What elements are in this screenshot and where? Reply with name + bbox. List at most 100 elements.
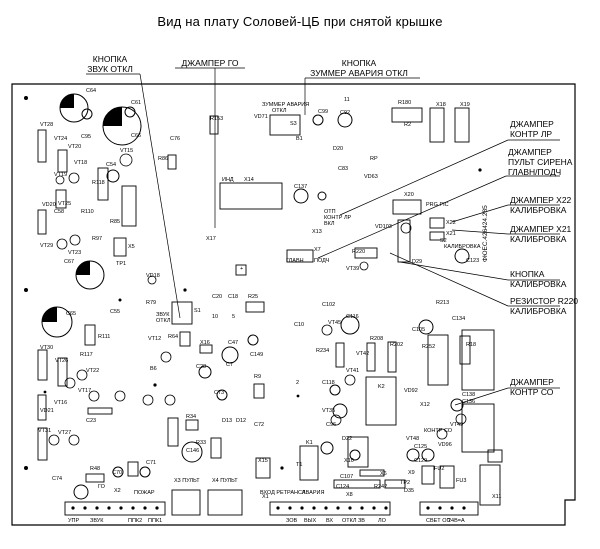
svg-text:R208: R208 — [370, 336, 383, 342]
svg-text:R9: R9 — [254, 374, 261, 380]
mounting-holes — [24, 96, 482, 470]
board-part-number: ФЮЕС.426424.285 — [482, 205, 489, 262]
svg-text:D35: D35 — [404, 488, 414, 494]
pcb-board — [11, 83, 576, 526]
svg-text:C55: C55 — [110, 309, 120, 315]
svg-text:C118: C118 — [322, 380, 335, 386]
svg-text:X11: X11 — [492, 494, 501, 500]
svg-text:K2: K2 — [378, 384, 385, 390]
callout-line: КАЛИБРОВКА — [510, 279, 567, 289]
svg-text:R34: R34 — [186, 414, 196, 420]
svg-text:R213: R213 — [436, 300, 449, 306]
svg-text:C54: C54 — [106, 162, 116, 168]
svg-text:FU3: FU3 — [456, 478, 466, 484]
svg-text:ПОДЧ: ПОДЧ — [314, 258, 330, 264]
svg-text:R180: R180 — [398, 100, 411, 106]
svg-text:C65: C65 — [66, 311, 76, 317]
svg-text:VT48: VT48 — [406, 436, 419, 442]
svg-text:C73: C73 — [214, 390, 224, 396]
svg-text:ОТКЛ: ОТКЛ — [272, 108, 287, 114]
svg-text:КОНТР СО: КОНТР СО — [424, 428, 453, 434]
callout-line: ЗУММЕР АВАРИЯ ОТКЛ — [310, 68, 408, 78]
svg-text:C138: C138 — [462, 392, 475, 398]
svg-text:ВКЛ: ВКЛ — [324, 221, 335, 227]
svg-text:ППК2: ППК2 — [128, 518, 142, 524]
svg-text:R48: R48 — [90, 466, 100, 472]
callout-jumper-go: ДЖАМПЕР ГО — [170, 58, 250, 68]
svg-text:C136: C136 — [462, 399, 475, 405]
electrolytic-capacitors — [41, 93, 470, 500]
svg-text:10: 10 — [212, 314, 218, 320]
svg-text:C96: C96 — [326, 422, 336, 428]
svg-text:КАЛИБРОВКА: КАЛИБРОВКА — [444, 244, 481, 250]
callout-line: ДЖАМПЕР ГО — [181, 58, 239, 68]
svg-text:VT41: VT41 — [346, 368, 359, 374]
svg-text:VT27: VT27 — [58, 430, 71, 436]
svg-text:R242: R242 — [374, 484, 387, 490]
svg-text:VT12: VT12 — [148, 336, 161, 342]
callout-line: КОНТР СО — [510, 387, 554, 397]
svg-text:B1: B1 — [296, 136, 303, 142]
svg-text:R33: R33 — [196, 440, 206, 446]
capacitor-polarity — [42, 94, 122, 322]
svg-text:ОТКЛ ЗВ: ОТКЛ ЗВ — [342, 518, 365, 524]
callout-button-sound-off: КНОПКА ЗВУК ОТКЛ — [80, 54, 140, 74]
svg-text:D13: D13 — [222, 418, 232, 424]
svg-text:X1: X1 — [262, 494, 269, 500]
svg-text:VT19: VT19 — [54, 172, 67, 178]
callout-line: КНОПКА — [92, 54, 128, 64]
svg-text:5: 5 — [232, 314, 235, 320]
svg-text:VD21: VD21 — [40, 408, 54, 414]
svg-text:VD63: VD63 — [364, 174, 378, 180]
connector-pins — [71, 506, 466, 510]
svg-text:VT30: VT30 — [40, 345, 53, 351]
svg-text:2: 2 — [296, 380, 299, 386]
svg-text:RP: RP — [370, 156, 378, 162]
svg-text:X17: X17 — [206, 236, 216, 242]
side-connector — [479, 449, 503, 506]
svg-text:C123: C123 — [466, 258, 479, 264]
svg-text:VT23: VT23 — [68, 250, 81, 256]
svg-text:VT25: VT25 — [58, 201, 71, 207]
svg-text:R252: R252 — [422, 344, 435, 350]
callout-line: ДЖАМПЕР — [510, 119, 554, 129]
svg-text:X18: X18 — [436, 102, 446, 108]
svg-text:R86: R86 — [158, 156, 168, 162]
svg-text:C70: C70 — [112, 470, 122, 476]
callout-line: ГЛАВН/ПОДЧ — [508, 167, 562, 177]
svg-text:ЛО: ЛО — [378, 518, 387, 524]
svg-text:VT49: VT49 — [450, 422, 463, 428]
svg-text:VT18: VT18 — [74, 160, 87, 166]
svg-text:D12: D12 — [236, 418, 246, 424]
svg-text:C102: C102 — [322, 302, 335, 308]
svg-text:R18: R18 — [466, 342, 476, 348]
svg-text:C146: C146 — [186, 448, 199, 454]
callout-line: КАЛИБРОВКА — [510, 306, 567, 316]
svg-text:C92: C92 — [340, 110, 350, 116]
svg-text:R234: R234 — [316, 348, 329, 354]
svg-text:VT39: VT39 — [346, 266, 359, 272]
callout-button-buzzer: КНОПКА ЗУММЕР АВАРИЯ ОТКЛ — [300, 58, 418, 78]
svg-text:+: + — [240, 266, 243, 272]
svg-text:X9: X9 — [408, 470, 415, 476]
svg-text:R220: R220 — [352, 249, 365, 255]
svg-text:C72: C72 — [254, 422, 264, 428]
svg-text:R64: R64 — [168, 334, 178, 340]
svg-text:VD92: VD92 — [404, 388, 418, 394]
svg-text:D29: D29 — [412, 259, 422, 265]
callout-jumper-pult: ДЖАМПЕР ПУЛЬТ СИРЕНА ГЛАВН/ПОДЧ — [508, 147, 572, 177]
svg-text:ОТП: ОТП — [324, 209, 336, 215]
svg-text:VT24: VT24 — [54, 136, 67, 142]
svg-text:VT35: VT35 — [322, 408, 335, 414]
svg-text:VT20: VT20 — [68, 144, 81, 150]
svg-text:C125: C125 — [414, 444, 427, 450]
svg-text:S3: S3 — [290, 121, 297, 127]
svg-text:ЗУММЕР АВАРИЯ: ЗУММЕР АВАРИЯ — [262, 102, 309, 108]
svg-text:VT45: VT45 — [328, 320, 341, 326]
svg-text:C67: C67 — [64, 259, 74, 265]
svg-text:S2: S2 — [440, 238, 447, 244]
svg-text:КОНТР ЛР: КОНТР ЛР — [324, 215, 352, 221]
svg-text:C18: C18 — [228, 294, 238, 300]
svg-text:X22: X22 — [446, 220, 456, 226]
